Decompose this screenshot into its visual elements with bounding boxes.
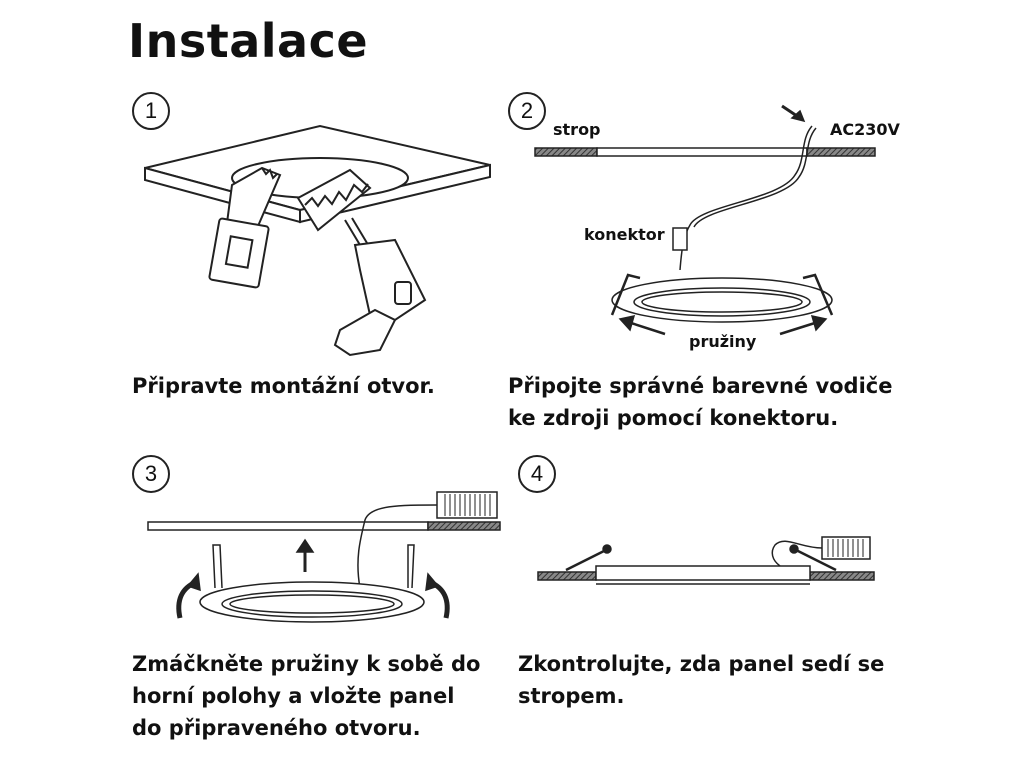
step-3-caption: Zmáčkněte pružiny k sobě do horní polohy…: [132, 648, 480, 744]
step-1-number: 1: [132, 92, 170, 130]
caption-line: ke zdroji pomocí konektoru.: [508, 406, 839, 430]
step-3-number: 3: [132, 455, 170, 493]
caption-line: horní polohy a vložte panel: [132, 684, 455, 708]
caption-line: stropem.: [518, 684, 625, 708]
step-1-illustration: [144, 124, 491, 357]
springs-label: pružiny: [689, 332, 757, 351]
step-2-illustration: [534, 104, 876, 336]
step-4-number: 4: [518, 455, 556, 493]
step-3-illustration: [147, 491, 501, 623]
step-4-illustration: [537, 536, 875, 585]
connector-label: konektor: [584, 225, 665, 244]
step-4-caption: Zkontrolujte, zda panel sedí se stropem.: [518, 648, 884, 712]
page-title: Instalace: [128, 14, 369, 68]
ceiling-label: strop: [553, 120, 601, 139]
step-2-caption: Připojte správné barevné vodiče ke zdroj…: [508, 370, 892, 434]
power-label: AC230V: [830, 120, 900, 139]
caption-line: Zkontrolujte, zda panel sedí se: [518, 652, 885, 676]
caption-line: do připraveného otvoru.: [132, 716, 421, 740]
step-2-number: 2: [508, 92, 546, 130]
caption-line: Zmáčkněte pružiny k sobě do: [132, 652, 481, 676]
caption-line: Připojte správné barevné vodiče: [508, 374, 893, 398]
step-1-caption: Připravte montážní otvor.: [132, 370, 435, 402]
caption-line: Připravte montážní otvor.: [132, 374, 435, 398]
